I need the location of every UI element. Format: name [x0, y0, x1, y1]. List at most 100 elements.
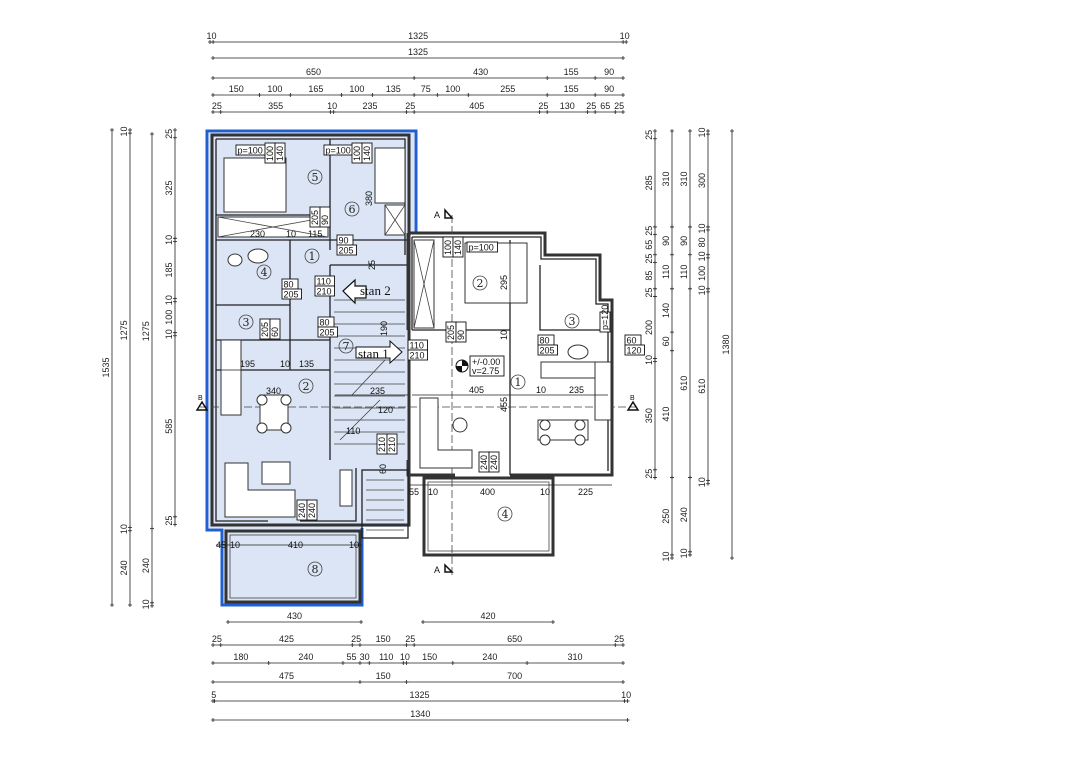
dimension-label: 475 — [279, 671, 294, 681]
dimension-label: 180 — [233, 652, 248, 662]
dimension-label: 610 — [697, 379, 707, 394]
dimension-chain-right: 1380 — [721, 129, 734, 561]
dimension-label: 650 — [306, 67, 321, 77]
room-4: 4 — [256, 264, 272, 280]
room-8: 8 — [307, 561, 323, 577]
svg-text:225: 225 — [578, 487, 593, 497]
dimension-label: 10 — [621, 690, 631, 700]
dimension-tick — [466, 93, 471, 97]
dimension-tick — [412, 76, 417, 80]
svg-text:10: 10 — [428, 487, 438, 497]
dimension-label: 420 — [480, 611, 495, 621]
dimension-chain-top: 1325 — [211, 47, 625, 60]
svg-text:7: 7 — [343, 340, 350, 353]
svg-text:135: 135 — [299, 359, 314, 369]
svg-text:380: 380 — [364, 191, 374, 206]
dimension-chain-bottom-partial: 420 — [421, 611, 555, 624]
dimension-tick — [212, 699, 217, 703]
svg-text:205: 205 — [284, 290, 299, 300]
dimension-tick — [218, 110, 223, 114]
dimension-tick — [404, 680, 409, 684]
dimension-tick — [624, 40, 629, 44]
dimension-tick — [218, 643, 223, 647]
svg-text:195: 195 — [240, 359, 255, 369]
dimension-label: 90 — [679, 236, 689, 246]
dimension-label: 25 — [538, 101, 548, 111]
section-arrow-icon — [444, 563, 454, 573]
dimension-label: 355 — [268, 101, 283, 111]
dimension-tick — [653, 232, 657, 237]
dimension-tick — [211, 56, 215, 60]
sofa-left — [224, 462, 296, 518]
room-numbers: 5 6 1 4 3 7 2 8 2 3 1 4 — [238, 169, 580, 577]
svg-text:295: 295 — [499, 275, 509, 290]
dimension-tick — [173, 135, 177, 140]
dimension-tick — [593, 76, 598, 80]
svg-text:90: 90 — [320, 215, 330, 225]
dimension-label: 1325 — [408, 47, 428, 57]
dimension-tick — [226, 620, 230, 624]
dimension-label: 10 — [119, 524, 129, 534]
dimension-label: 240 — [141, 558, 151, 573]
section-a-top: A — [434, 210, 440, 220]
dimension-chain-left: 1275 240 10 — [141, 132, 154, 609]
level-marker: +/-0.00 v=2.75 — [455, 355, 505, 377]
door-window-tag: p=120 — [599, 305, 611, 333]
dimension-label: 10 — [679, 548, 689, 558]
svg-text:400: 400 — [480, 487, 495, 497]
dimension-label: 25 — [644, 226, 654, 236]
dimension-tick — [653, 224, 657, 229]
svg-text:10: 10 — [540, 487, 550, 497]
dimension-label: 10 — [207, 31, 217, 41]
toilet — [227, 253, 243, 267]
dimension-tick — [653, 359, 657, 364]
svg-text:100: 100 — [443, 240, 453, 255]
dimension-label: 10 — [697, 477, 707, 487]
dimension-label: 25 — [351, 634, 361, 644]
svg-text:205: 205 — [446, 325, 456, 340]
dimension-label: 610 — [679, 376, 689, 391]
unit-labels: stan 2 stan 1 — [342, 278, 403, 365]
entry-arrow-icon — [355, 339, 403, 365]
svg-text:5: 5 — [312, 171, 319, 184]
dimension-tick — [653, 286, 657, 291]
dimension-tick — [730, 129, 734, 133]
dimension-label: 310 — [568, 652, 583, 662]
dimension-label: 585 — [164, 419, 174, 434]
dimension-tick — [128, 131, 132, 136]
door-window-tag: p=100 — [235, 144, 267, 156]
dimension-tick — [412, 643, 417, 647]
dimension-tick — [545, 110, 550, 114]
svg-text:110: 110 — [317, 277, 331, 287]
svg-text:205: 205 — [339, 246, 354, 256]
kitchen-counter-left — [220, 339, 242, 416]
dimension-label: 10 — [141, 599, 151, 609]
lamp — [452, 417, 468, 433]
dimension-label: 10 — [697, 223, 707, 233]
dimension-label: 240 — [119, 560, 129, 575]
svg-text:340: 340 — [266, 386, 281, 396]
dimension-tick — [211, 93, 215, 97]
dimension-tick — [621, 680, 625, 684]
room-7: 7 — [338, 338, 354, 354]
dimension-label: 10 — [164, 235, 174, 245]
dimension-label: 150 — [376, 634, 391, 644]
dimension-label: 1275 — [119, 320, 129, 340]
dimension-label: 1275 — [141, 321, 151, 341]
bed-room-6 — [374, 147, 406, 204]
svg-text:115: 115 — [308, 229, 322, 239]
svg-text:240: 240 — [489, 455, 499, 470]
unit-label-stan-1: stan 1 — [358, 346, 389, 361]
svg-text:210: 210 — [317, 287, 332, 297]
interior-dimensions: 230 10 115 380 25 190 195 10 135 340 235… — [216, 191, 612, 550]
dimension-tick — [173, 333, 177, 338]
section-b-right: B — [630, 395, 635, 402]
svg-text:210: 210 — [410, 351, 425, 361]
